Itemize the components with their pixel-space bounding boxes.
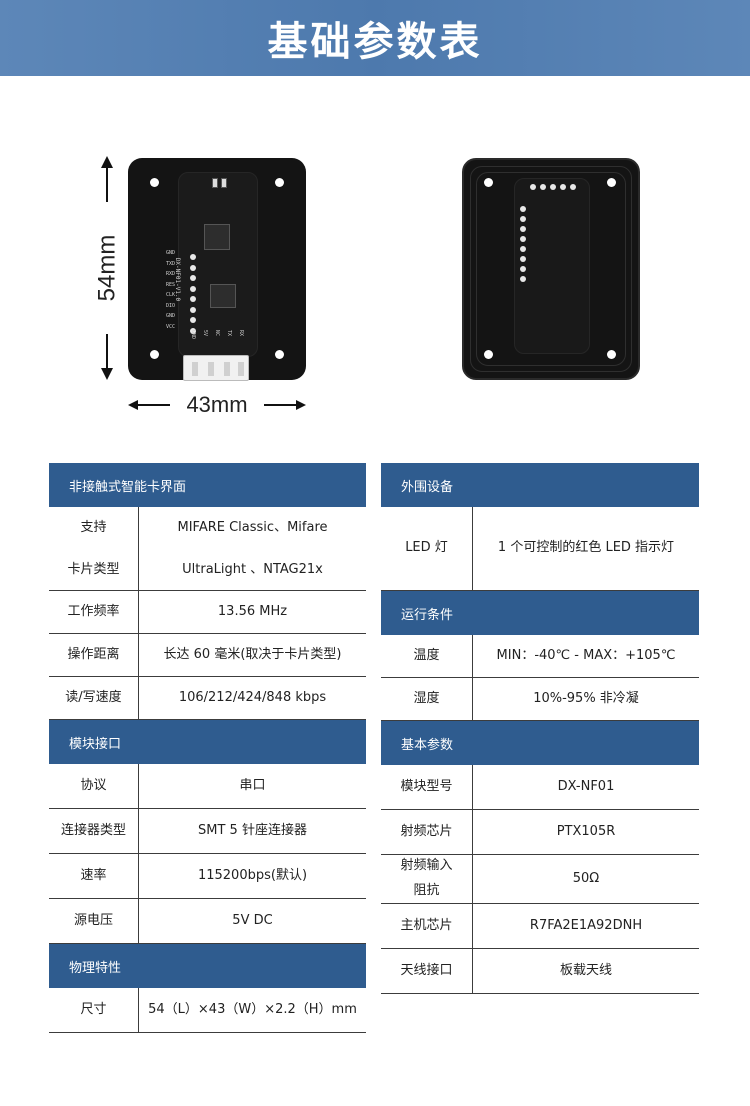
spec-key: 尺寸 <box>49 988 139 1032</box>
spec-value: PTX105R <box>556 823 616 839</box>
connector-pin-label: RX <box>238 330 244 337</box>
connector-pin-label: TX <box>226 330 232 337</box>
pin-pad <box>190 264 196 271</box>
spec-value: 54（L）×43（W）×2.2（H）mm <box>148 1001 357 1017</box>
spec-row: 连接器类型 SMT 5 针座连接器 <box>49 809 366 854</box>
spec-row: 天线接口 板载天线 <box>381 949 699 994</box>
spec-row: 协议 串口 <box>49 764 366 809</box>
height-dimension-arrow <box>92 156 122 380</box>
pin-pad <box>190 285 196 292</box>
pin-label: GND <box>166 250 176 256</box>
spec-row: 射频输入阻抗 50Ω <box>381 855 699 904</box>
pin-label: RXD <box>166 271 176 277</box>
version-silkscreen: DX-NF01-V1.0 <box>174 257 182 302</box>
section-header: 外围设备 <box>381 463 699 507</box>
spec-key: 主机芯片 <box>381 904 473 948</box>
pin-label: DIO <box>166 302 176 309</box>
section-header: 物理特性 <box>49 944 366 988</box>
spec-key: LED 灯 <box>381 507 473 590</box>
spec-row: 射频芯片 PTX105R <box>381 810 699 855</box>
arrow-right-icon <box>296 400 306 410</box>
section-header: 模块接口 <box>49 720 366 764</box>
spec-key: 支持卡片类型 <box>49 507 139 590</box>
pin-pad <box>190 254 196 260</box>
module-front-photo: GND TXD RXD RES CLK DIO GND VCC DX-NF01-V1.0 GN… <box>128 158 306 380</box>
smt-connector <box>183 355 249 381</box>
pin-pad <box>190 317 196 323</box>
spec-key: 湿度 <box>381 678 473 720</box>
spec-value: 板载天线 <box>559 962 612 978</box>
pin-label: CLK <box>166 292 176 298</box>
pin-label: GND <box>166 313 176 319</box>
spec-key: 速率 <box>49 854 139 898</box>
spec-value: 1 个可控制的红色 LED 指示灯 <box>497 540 675 556</box>
width-dimension-arrow: 43mm <box>128 392 306 418</box>
arrow-left-icon <box>128 400 138 410</box>
section-header: 非接触式智能卡界面 <box>49 463 366 507</box>
spec-key: 连接器类型 <box>49 809 139 853</box>
connector-pin-label: GND <box>190 330 196 340</box>
spec-key: 射频输入阻抗 <box>381 855 473 903</box>
spec-key: 温度 <box>381 635 473 677</box>
section-header: 运行条件 <box>381 591 699 635</box>
spec-value: 50Ω <box>572 870 600 886</box>
connector-pin-label: NC <box>214 330 220 337</box>
spec-key: 天线接口 <box>381 949 473 993</box>
spec-key: 读/写速度 <box>49 677 139 719</box>
spec-value: 106/212/424/848 kbps <box>178 689 327 705</box>
height-dimension-label: 54mm <box>93 234 120 302</box>
spec-row: 模块型号 DX-NF01 <box>381 765 699 810</box>
spec-row: 温度 MIN：-40℃ - MAX：+105℃ <box>381 635 699 678</box>
pin-label: RES <box>166 281 176 288</box>
spec-value: MIN：-40℃ - MAX：+105℃ <box>496 647 676 663</box>
spec-row: 源电压 5V DC <box>49 899 366 944</box>
spec-value: SMT 5 针座连接器 <box>198 822 307 838</box>
connector-pin-label: 5V <box>202 330 208 337</box>
spec-row: 操作距离 长达 60 毫米(取决于卡片类型) <box>49 634 366 677</box>
spec-row: 湿度 10%-95% 非冷凝 <box>381 678 699 721</box>
spec-key: 协议 <box>49 764 139 808</box>
pin-pad <box>190 327 196 334</box>
spec-value: 串口 <box>239 777 266 793</box>
arrow-up-icon <box>101 156 113 168</box>
section-header: 基本参数 <box>381 721 699 765</box>
width-dimension-label: 43mm <box>186 392 248 417</box>
spec-value: DX-NF01 <box>557 778 615 794</box>
spec-value: 115200bps(默认) <box>197 867 308 883</box>
spec-value: 10%-95% 非冷凝 <box>533 690 639 706</box>
title-banner: 基础参数表 <box>0 0 750 76</box>
pin-label: VCC <box>166 323 176 330</box>
spec-value: 5V DC <box>232 912 273 928</box>
spec-row: 尺寸 54（L）×43（W）×2.2（H）mm <box>49 988 366 1033</box>
spec-key: 射频芯片 <box>381 810 473 854</box>
spec-key: 源电压 <box>49 899 139 943</box>
spec-value: R7FA2E1A92DNH <box>529 917 643 933</box>
arrow-down-icon <box>101 368 113 380</box>
spec-key: 模块型号 <box>381 765 473 809</box>
pin-pad <box>190 306 196 313</box>
page-title: 基础参数表 <box>267 19 483 65</box>
spec-row: 读/写速度 106/212/424/848 kbps <box>49 677 366 720</box>
spec-row: 工作频率 13.56 MHz <box>49 591 366 634</box>
module-back-photo <box>462 158 640 380</box>
pin-pad <box>190 296 196 302</box>
spec-key: 工作频率 <box>49 591 139 633</box>
spec-row: LED 灯 1 个可控制的红色 LED 指示灯 <box>381 507 699 591</box>
pin-label: TXD <box>166 260 176 267</box>
spec-key: 操作距离 <box>49 634 139 676</box>
spec-row: 主机芯片 R7FA2E1A92DNH <box>381 904 699 949</box>
pin-pad <box>190 275 196 281</box>
spec-value: 长达 60 毫米(取决于卡片类型) <box>163 646 342 662</box>
spec-value: 13.56 MHz <box>217 603 288 619</box>
spec-row: 速率 115200bps(默认) <box>49 854 366 899</box>
connector-pin-labels: GND 5V NC TX RX <box>188 330 246 340</box>
